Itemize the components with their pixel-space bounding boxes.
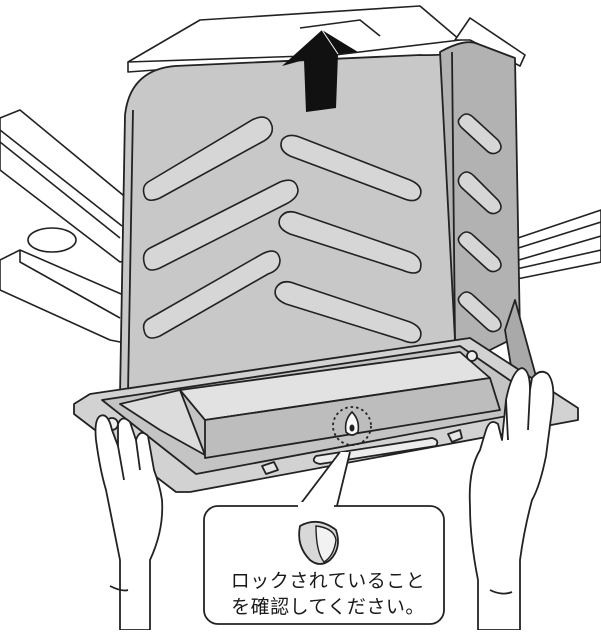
callout-text-line-2: を確認してください。: [212, 594, 444, 621]
callout-pointer-cover: [298, 502, 334, 508]
lock-knob-hole: [350, 425, 355, 432]
callout-text-line-1: ロックされていること: [212, 568, 444, 595]
left-lower-plate: [0, 250, 135, 345]
mount-hole: [28, 228, 76, 252]
top-plate: [128, 6, 460, 62]
tray-screw-right: [467, 351, 477, 361]
